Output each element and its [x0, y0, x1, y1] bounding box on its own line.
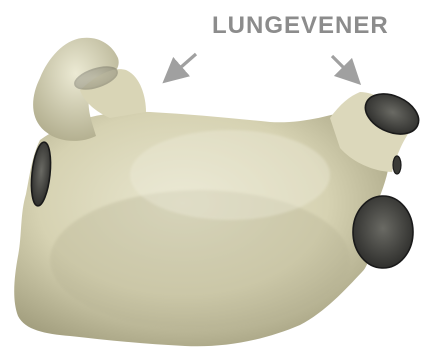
arrow-left-icon [172, 54, 196, 75]
ostium-small-right [393, 156, 401, 174]
ostium-lower-right [353, 196, 413, 268]
title-label: LUNGEVENER [212, 12, 412, 40]
arrow-right-icon [332, 56, 352, 76]
